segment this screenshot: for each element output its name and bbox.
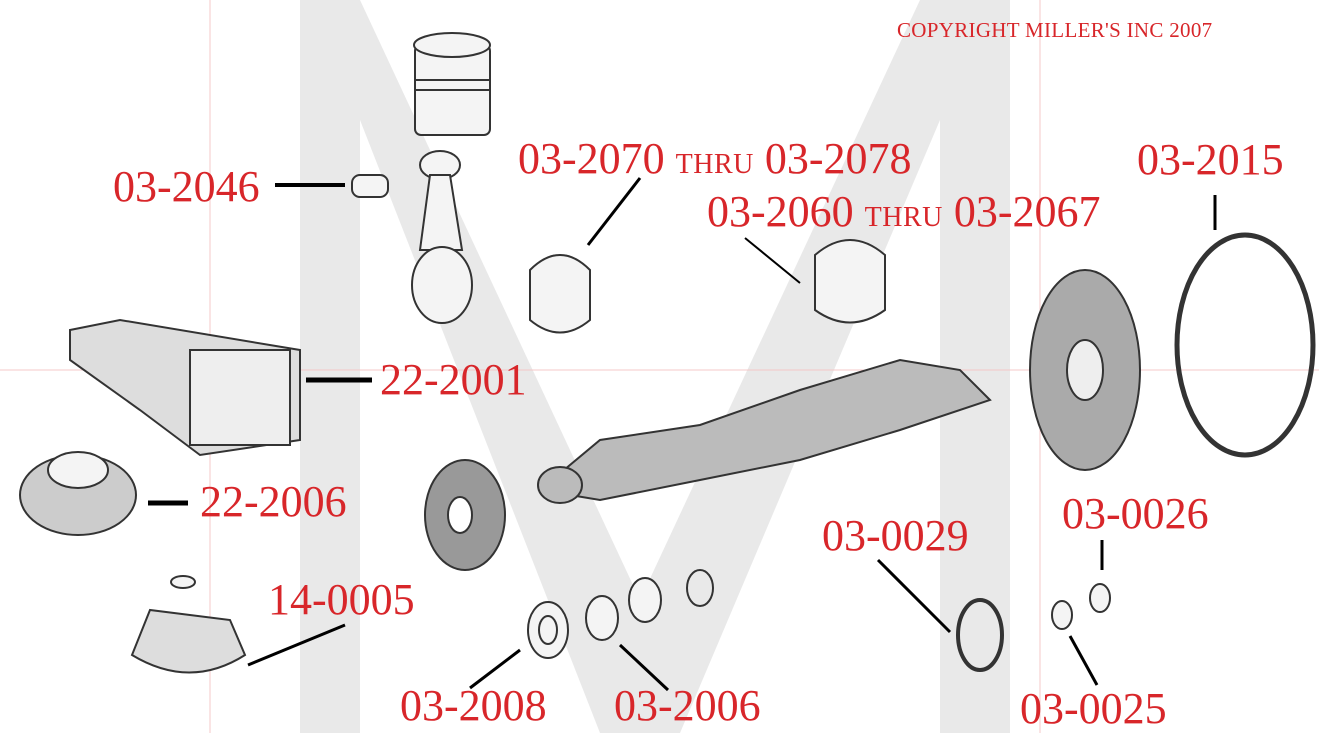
crankshaft-part [537,358,992,504]
label-03-2046: 03-2046 [113,162,260,211]
washer-part [170,575,196,589]
label-03-2060-thru-03-2067: 03-2060 THRU 03-2067 [707,190,1101,234]
leader-lines [148,177,1217,692]
copyright-notice: COPYRIGHT MILLER'S INC 2007 [897,18,1213,42]
oil-pan-cap-part [130,608,247,674]
label-from: 03-2070 [518,134,665,183]
conrod-part [411,150,473,324]
engine-mount-part [19,451,137,536]
parts [19,32,1316,674]
label-03-0026: 03-0026 [1062,489,1209,538]
label-03-2070-thru-03-2078: 03-2070 THRU 03-2078 [518,137,912,181]
label-to: 03-2078 [764,134,912,183]
flywheel-part [1029,269,1141,471]
ring-gear-part [1174,232,1316,458]
main-bearing-part [814,239,886,324]
engine-mount-bracket-part [69,318,301,457]
bush-2006-part [585,595,619,641]
label-03-2008: 03-2008 [400,681,547,730]
label-03-0025: 03-0025 [1020,684,1167,733]
label-thru: THRU [675,149,754,180]
seal-0029-part [956,598,1004,672]
part-0025-shape [1051,600,1073,630]
part-0026-shape [1089,583,1111,613]
label-14-0005: 14-0005 [268,575,415,624]
piston-part [413,32,491,136]
conrod-bearing-part [529,254,591,334]
label-03-2015: 03-2015 [1137,135,1284,184]
label-03-2006: 03-2006 [614,681,761,730]
label-22-2001: 22-2001 [380,355,527,404]
label-22-2006: 22-2006 [200,477,347,526]
label-from: 03-2060 [707,187,854,236]
label-03-0029: 03-0029 [822,511,969,560]
pulley-part [424,459,506,571]
label-to: 03-2067 [953,187,1101,236]
seal-ring-part [628,577,662,623]
seal-2008-part [527,601,569,659]
ring-part [686,569,714,607]
wrist-pin-part [351,174,389,198]
label-thru: THRU [864,202,943,233]
